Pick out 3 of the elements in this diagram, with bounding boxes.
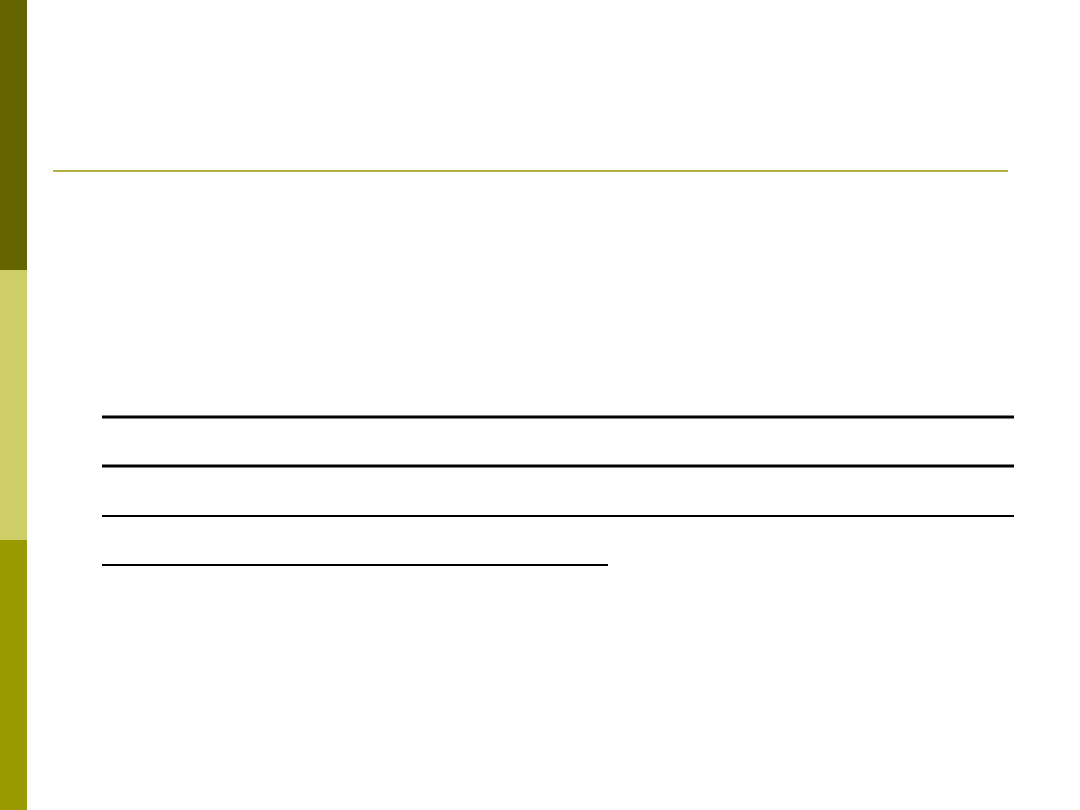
side-band <box>0 270 27 540</box>
side-band <box>0 540 27 810</box>
side-band <box>0 0 27 270</box>
